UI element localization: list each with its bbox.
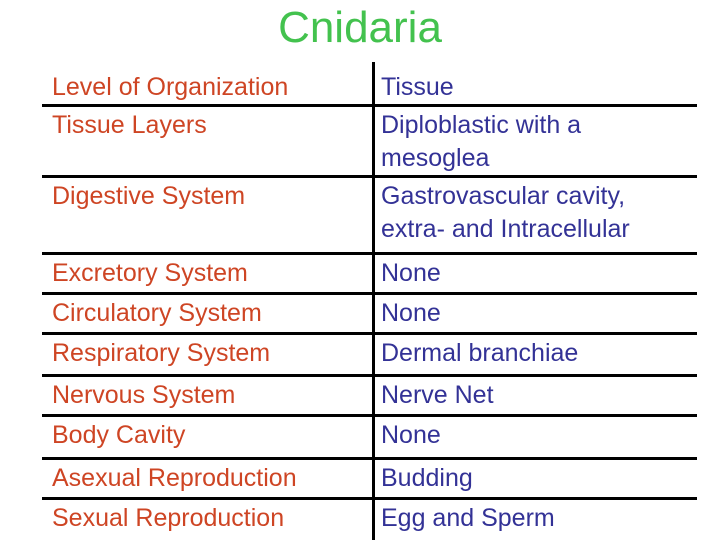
table-row: Circulatory System None (42, 295, 697, 335)
row-label: Respiratory System (42, 335, 375, 374)
table-row: Nervous System Nerve Net (42, 377, 697, 417)
row-label: Digestive System (42, 178, 375, 252)
row-label: Nervous System (42, 377, 375, 414)
table-row: Level of Organization Tissue (42, 62, 697, 107)
table-row: Body Cavity None (42, 417, 697, 460)
row-value: Egg and Sperm (381, 504, 555, 532)
table-row: Asexual Reproduction Budding (42, 460, 697, 500)
row-value: None (381, 421, 441, 449)
page-title: Cnidaria (278, 3, 442, 52)
characteristics-table: Level of Organization Tissue Tissue Laye… (42, 62, 697, 540)
row-value: Nerve Net (381, 381, 494, 409)
row-label: Excretory System (42, 255, 375, 292)
row-value: Diploblastic with a mesoglea (381, 111, 582, 172)
row-label: Circulatory System (42, 295, 375, 332)
row-label: Sexual Reproduction (42, 500, 375, 540)
table-row: Tissue Layers Diploblastic with a mesogl… (42, 107, 697, 178)
row-label: Asexual Reproduction (42, 460, 375, 497)
table-row: Digestive System Gastrovascular cavity, … (42, 178, 697, 255)
row-label: Tissue Layers (42, 107, 375, 175)
table-row: Excretory System None (42, 255, 697, 295)
row-value: Tissue (381, 73, 454, 101)
row-value: Gastrovascular cavity, extra- and Intrac… (381, 182, 630, 243)
row-label: Body Cavity (42, 417, 375, 457)
table-row: Respiratory System Dermal branchiae (42, 335, 697, 377)
row-value: Dermal branchiae (381, 339, 579, 367)
table-row: Sexual Reproduction Egg and Sperm (42, 500, 697, 540)
row-value: None (381, 259, 441, 287)
row-value: Budding (381, 464, 473, 492)
row-label: Level of Organization (42, 62, 375, 104)
row-value: None (381, 299, 441, 327)
